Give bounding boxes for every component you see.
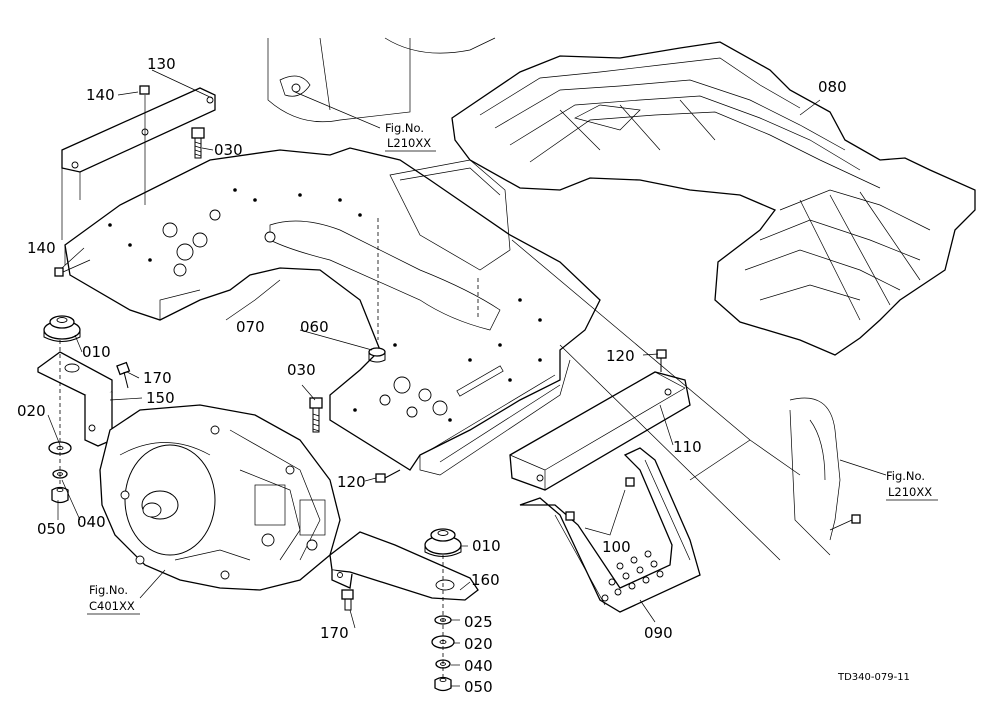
ref-left-line2: C401XX	[89, 599, 135, 613]
part-label-100: 100	[602, 538, 631, 556]
washer-stack-left-drawing	[48, 340, 72, 504]
step-bracket-110-drawing	[509, 371, 691, 491]
part-label-070: 070	[236, 318, 265, 336]
ref-left-line1: Fig.No.	[89, 583, 128, 597]
part-label-040-center: 040	[464, 657, 493, 675]
part-label-020-center: 020	[464, 635, 493, 653]
part-label-090: 090	[644, 624, 673, 642]
part-label-020-left: 020	[17, 402, 46, 420]
engine-housing-drawing	[267, 37, 496, 123]
ref-top-line2: L210XX	[387, 136, 431, 150]
bolt-030-upper-drawing	[191, 127, 205, 159]
figure-reference-top: Fig.No. L210XX	[385, 121, 436, 152]
part-label-160: 160	[471, 571, 500, 589]
part-label-130: 130	[147, 55, 176, 73]
figure-reference-right: Fig.No. L210XX	[886, 469, 938, 501]
part-label-050-left: 050	[37, 520, 66, 538]
part-label-030-top: 030	[214, 141, 243, 159]
step-090-drawing	[519, 447, 701, 613]
part-label-080: 080	[818, 78, 847, 96]
bracket-130-drawing	[54, 85, 216, 277]
part-label-170-lower: 170	[320, 624, 349, 642]
drawing-code: TD340-079-11	[837, 672, 910, 683]
ref-top-line1: Fig.No.	[385, 121, 424, 135]
washer-stack-center-drawing	[431, 555, 455, 692]
part-label-110: 110	[673, 438, 702, 456]
bolt-170-lower-drawing	[341, 589, 354, 611]
part-label-060: 060	[300, 318, 329, 336]
ref-right-line1: Fig.No.	[886, 469, 925, 483]
bolt-120-lower-drawing	[375, 469, 401, 483]
part-labels: 130 140 030 140 070 060 010 170 150 030 …	[17, 55, 847, 696]
part-label-150: 150	[146, 389, 175, 407]
part-label-030-lower: 030	[287, 361, 316, 379]
bracket-160-drawing	[329, 531, 479, 601]
bolt-170-upper-drawing	[116, 361, 131, 389]
part-label-040-left: 040	[77, 513, 106, 531]
part-label-140-top: 140	[86, 86, 115, 104]
leader-lines	[47, 69, 887, 687]
part-label-140-left: 140	[27, 239, 56, 257]
rear-fender-drawing	[789, 397, 861, 556]
part-label-120-upper: 120	[606, 347, 635, 365]
transmission-drawing	[99, 404, 341, 591]
floor-mat-080-drawing	[451, 41, 976, 356]
part-label-025: 025	[464, 613, 493, 631]
part-label-120-lower: 120	[337, 473, 366, 491]
bracket-150-drawing	[37, 351, 113, 447]
bolt-030-lower-drawing	[309, 397, 323, 433]
part-label-170-upper: 170	[143, 369, 172, 387]
ref-right-line2: L210XX	[888, 485, 932, 499]
part-label-050-center: 050	[464, 678, 493, 696]
grommet-060-drawing	[368, 347, 386, 363]
part-label-010-left: 010	[82, 343, 111, 361]
rubber-mount-010-center-drawing	[424, 528, 462, 557]
part-label-010-center: 010	[472, 537, 501, 555]
bolts-100-drawing	[565, 477, 635, 536]
figure-reference-left: Fig.No. C401XX	[87, 583, 140, 615]
rubber-mount-010-left-drawing	[43, 315, 81, 342]
floor-plate-070-drawing	[64, 147, 601, 476]
